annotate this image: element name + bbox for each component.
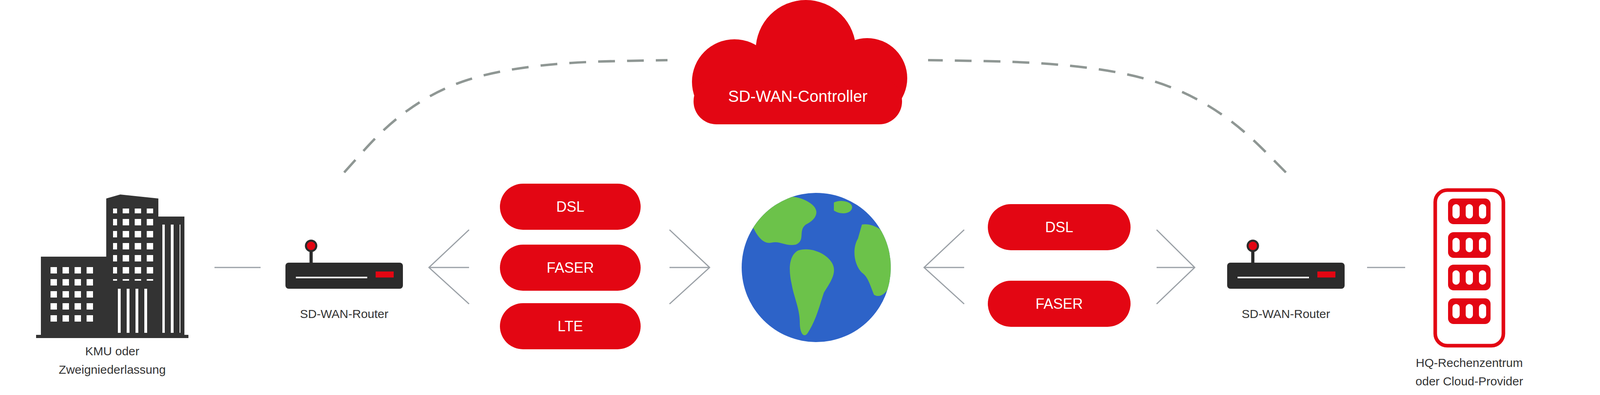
link-pill: FASER bbox=[987, 280, 1131, 327]
server-slot bbox=[1448, 264, 1491, 291]
server-icon bbox=[1435, 190, 1504, 346]
server-slot-hole bbox=[1478, 237, 1487, 253]
server-slot-hole bbox=[1452, 204, 1460, 219]
server-slot-hole bbox=[1478, 303, 1487, 319]
datacenter-node: HQ-Rechenzentrum oder Cloud-Provider bbox=[1405, 188, 1534, 385]
server-slot-hole bbox=[1465, 270, 1473, 285]
dashed-control-link bbox=[928, 60, 1287, 173]
router-icon bbox=[1227, 240, 1345, 289]
site-node: KMU oder Zweigniederlassung bbox=[36, 194, 189, 383]
server-slot bbox=[1448, 198, 1491, 225]
server-slot-hole bbox=[1452, 270, 1460, 285]
link-pill: DSL bbox=[987, 204, 1131, 251]
connector-line bbox=[1367, 267, 1406, 269]
connector-line bbox=[214, 267, 261, 269]
node-label: SD-WAN-Router bbox=[299, 304, 389, 324]
router-node: SD-WAN-Router bbox=[1227, 238, 1345, 325]
link-pill: DSL bbox=[499, 183, 641, 230]
node-label: LTE bbox=[557, 317, 583, 335]
controller-cloud: SD-WAN-Controller bbox=[685, 0, 911, 125]
node-label: SD-WAN-Router bbox=[1241, 304, 1331, 324]
node-label: FASER bbox=[546, 259, 594, 277]
node-label: KMU oder Zweigniederlassung bbox=[36, 341, 189, 379]
server-slot-hole bbox=[1478, 270, 1487, 285]
server-slot-hole bbox=[1452, 303, 1460, 319]
router-icon bbox=[285, 240, 403, 289]
server-slot-hole bbox=[1478, 204, 1487, 219]
node-label: SD-WAN-Controller bbox=[728, 87, 868, 125]
server-slot-hole bbox=[1465, 204, 1473, 219]
server-slot bbox=[1448, 232, 1491, 258]
node-label: FASER bbox=[1035, 295, 1083, 313]
node-label: HQ-Rechenzentrum oder Cloud-Provider bbox=[1405, 353, 1534, 391]
server-slot bbox=[1448, 298, 1491, 324]
node-label: DSL bbox=[556, 198, 585, 216]
server-slot-hole bbox=[1452, 237, 1460, 253]
link-pill: LTE bbox=[499, 303, 641, 350]
server-slot-hole bbox=[1465, 303, 1473, 319]
building-icon bbox=[36, 194, 189, 338]
globe-icon bbox=[741, 192, 893, 342]
link-pill: FASER bbox=[499, 244, 641, 291]
node-label: DSL bbox=[1045, 218, 1074, 236]
router-node: SD-WAN-Router bbox=[285, 238, 403, 325]
dashed-control-link bbox=[344, 60, 668, 173]
cloud-shape bbox=[685, 0, 911, 125]
server-slot-hole bbox=[1465, 237, 1473, 253]
